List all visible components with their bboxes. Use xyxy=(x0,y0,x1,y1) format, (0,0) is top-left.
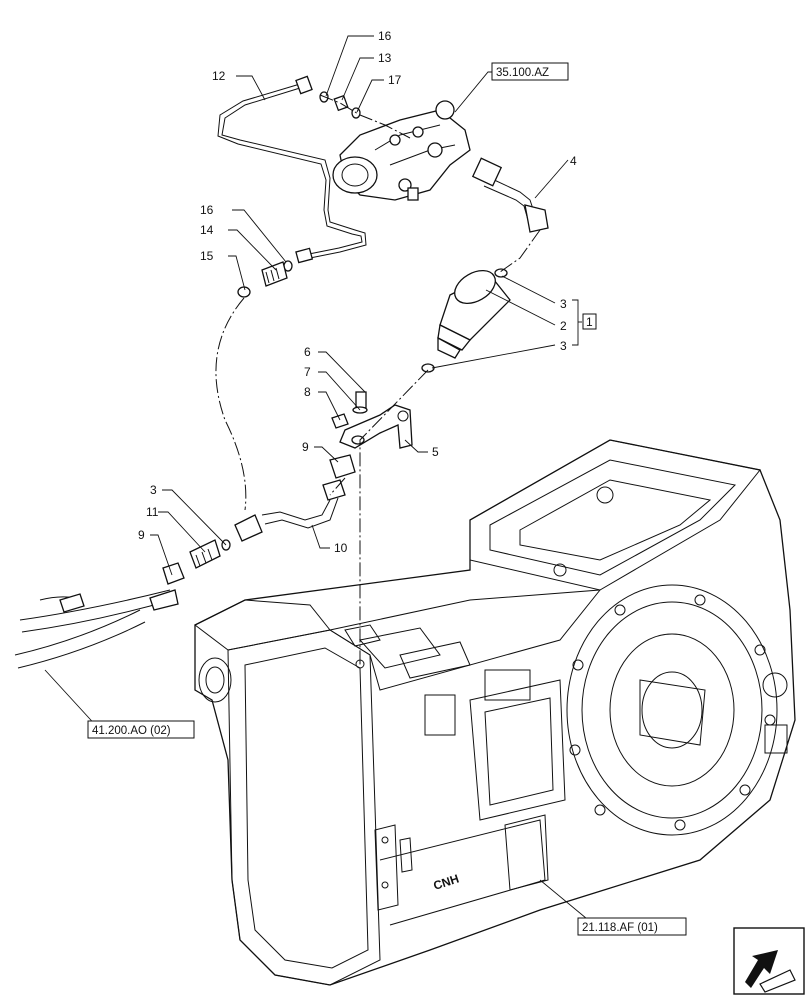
callout-1: 1 xyxy=(586,315,593,329)
callout-16-upper: 16 xyxy=(378,29,392,43)
callout-10: 10 xyxy=(334,541,348,555)
bracket-assembly xyxy=(331,391,413,449)
callout-9-upper: 9 xyxy=(302,440,309,454)
filter-element xyxy=(421,268,511,373)
callout-14: 14 xyxy=(200,223,214,237)
tube-12 xyxy=(217,75,367,264)
callout-numbers: 16 13 17 12 4 16 14 15 3 2 3 1 6 7 8 5 9… xyxy=(138,29,597,555)
fittings-upper xyxy=(319,91,361,119)
pipe-10 xyxy=(261,454,356,529)
hoses xyxy=(14,589,179,669)
callout-9-lower: 9 xyxy=(138,528,145,542)
callout-7: 7 xyxy=(304,365,311,379)
callout-3-lower: 3 xyxy=(150,483,157,497)
callout-15: 15 xyxy=(200,249,214,263)
callout-3-upper: 3 xyxy=(560,297,567,311)
callout-1-box xyxy=(582,313,597,330)
arrow-page-icon[interactable] xyxy=(733,927,805,995)
callout-3-middle: 3 xyxy=(560,339,567,353)
assembly-lines xyxy=(215,94,541,670)
ref-valve[interactable]: 35.100.AZ xyxy=(491,62,569,81)
callout-17: 17 xyxy=(388,73,402,87)
ref-housing-label[interactable]: 21.118.AF (01) xyxy=(582,922,658,934)
callout-12: 12 xyxy=(212,69,226,83)
callout-8: 8 xyxy=(304,385,311,399)
tube-4 xyxy=(471,157,549,233)
fittings-lower xyxy=(162,514,263,585)
callout-5: 5 xyxy=(432,445,439,459)
transmission-housing: CNH xyxy=(194,439,796,986)
ref-hose-label[interactable]: 41.200.AO (02) xyxy=(92,725,171,737)
callout-4: 4 xyxy=(570,154,577,168)
callout-11: 11 xyxy=(146,505,159,519)
ref-hose[interactable]: 41.200.AO (02) xyxy=(87,720,195,739)
callout-6: 6 xyxy=(304,345,311,359)
fittings-left xyxy=(237,260,293,298)
ref-housing[interactable]: 21.118.AF (01) xyxy=(577,917,687,936)
control-valve xyxy=(332,100,471,201)
ref-valve-label[interactable]: 35.100.AZ xyxy=(496,67,549,79)
callout-13: 13 xyxy=(378,51,392,65)
callout-2: 2 xyxy=(560,319,567,333)
callout-leaders xyxy=(44,35,599,929)
callout-16-lower: 16 xyxy=(200,203,214,217)
